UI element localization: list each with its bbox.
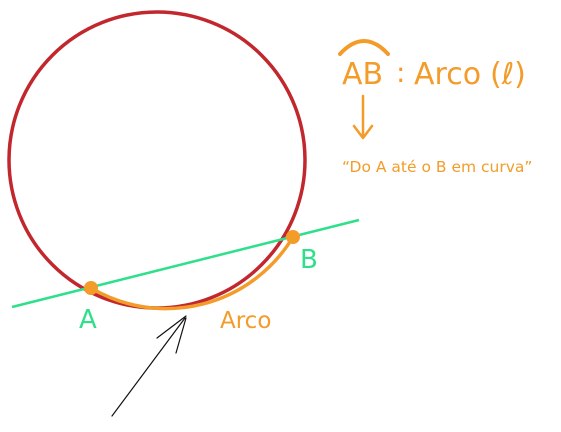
explanation-text: “Do A até o B em curva” xyxy=(342,158,532,176)
arc-label: Arco xyxy=(220,308,271,334)
arc-symbol-icon xyxy=(338,39,390,56)
secant-line xyxy=(11,218,360,309)
pointer-stroke xyxy=(111,315,187,417)
down-arrow-icon xyxy=(352,94,374,140)
point-b-label: B xyxy=(300,245,318,275)
point-a-label: A xyxy=(79,305,97,335)
notation-variable: (ℓ) xyxy=(490,57,526,92)
notation-name: Arco xyxy=(414,57,481,92)
circle xyxy=(7,10,307,310)
point-b-dot xyxy=(286,230,300,244)
point-a-dot xyxy=(84,281,98,295)
notation-symbol: AB xyxy=(342,57,383,92)
arc-ab xyxy=(90,236,295,311)
notation-separator: : xyxy=(396,56,405,89)
